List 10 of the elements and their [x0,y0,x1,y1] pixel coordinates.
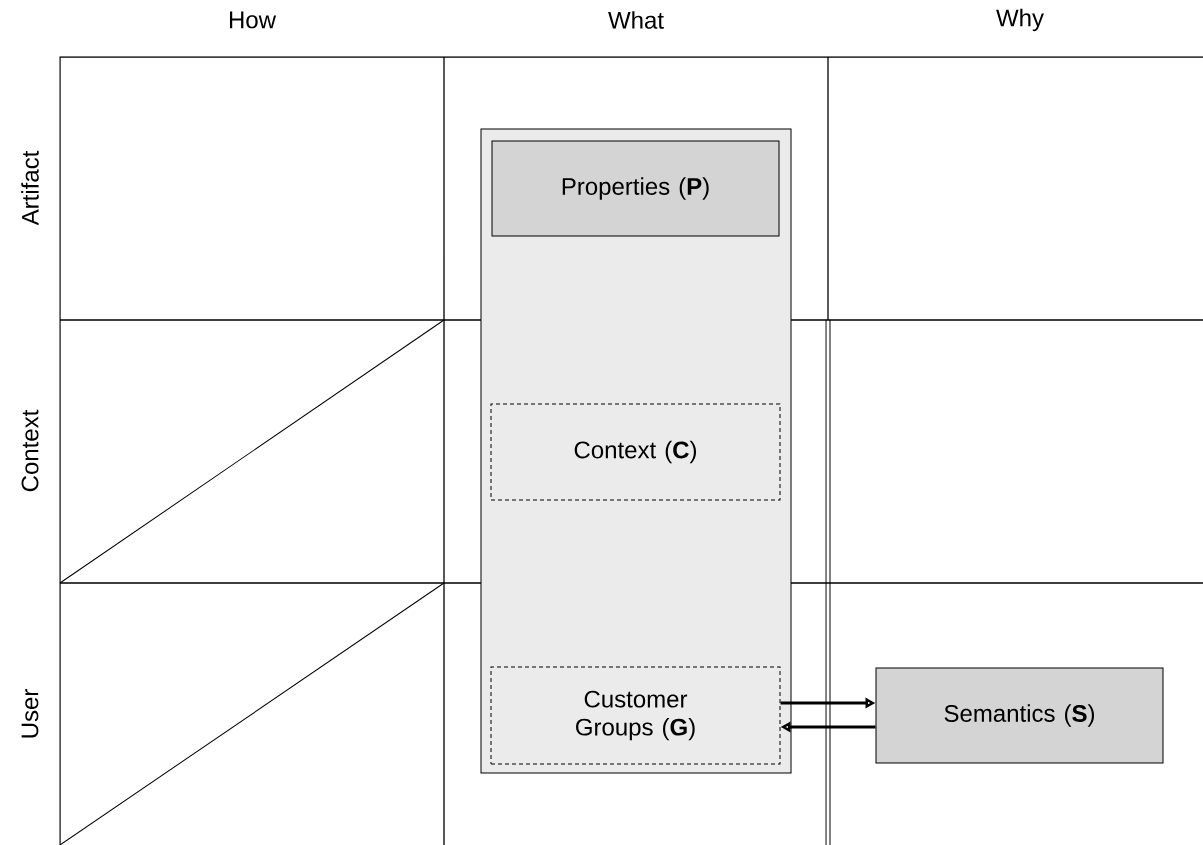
dashed-box: Customer Groups (G) [490,666,781,765]
row-heading: User [21,689,39,738]
column-heading: How [230,11,277,29]
process-box: Semantics (S) [875,667,1164,764]
process-box: Properties (P) [491,140,780,237]
column-heading: Why [996,8,1044,32]
column-heading: What [608,11,664,29]
row-heading: Context [21,409,39,492]
row-heading: Artifact [21,150,39,226]
dashed-box: Context (C) [490,403,781,501]
